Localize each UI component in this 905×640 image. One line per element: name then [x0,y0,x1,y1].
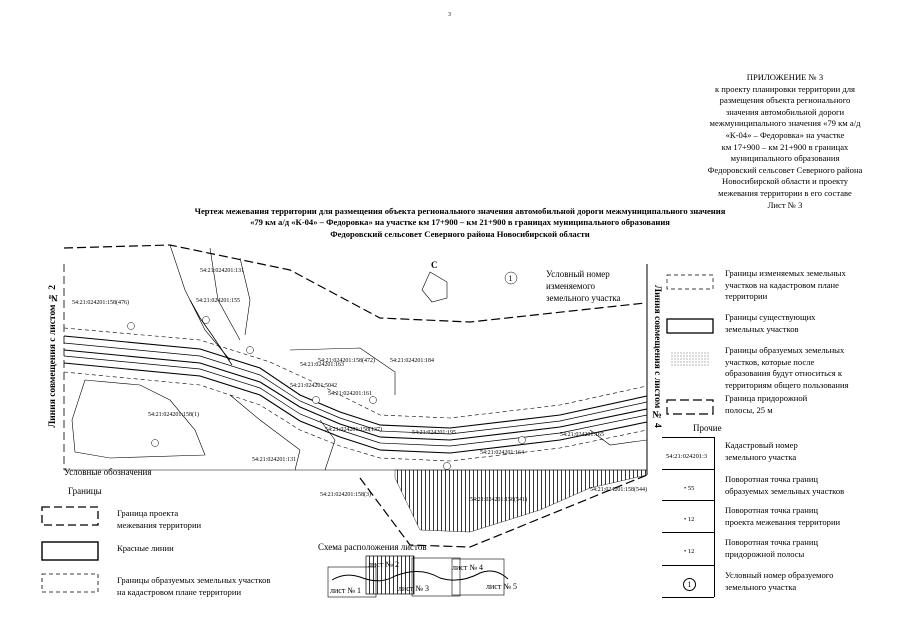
cadastral-number: 54:21:024201:158(544) [590,487,647,493]
page-number: 3 [448,12,451,18]
cadastral-number: 54:21:024201:161 [328,391,373,397]
legend-point-symbol: • 12 [684,548,695,555]
svg-text:1: 1 [509,274,513,283]
scheme-sheet-label: лист № 4 [452,563,483,572]
appendix-line: к проекту планировки территории для [714,83,856,94]
legend-divider [662,500,714,501]
title-line: Чертеж межевания территории для размещен… [194,206,726,216]
cadastral-number: 54:21:024201:155 [196,298,241,304]
legend-label: Красные линии [117,543,174,553]
project-boundary [63,244,648,548]
cadastral-number: 54:21:024201:163 [300,362,345,368]
legend-divider [662,597,714,598]
appendix-line: межмуниципального значения «79 км а/д [709,118,861,129]
cadastral-number: 54:21:024201:158(541) [470,497,527,503]
appendix-line: значения автомобильной дороги [725,106,845,117]
appendix-line: Федоровский сельсовет Северного района [707,164,863,175]
legend-other-header: Прочие [693,423,722,433]
scheme-sheet-label: лист № 3 [398,584,429,593]
scheme-sheet-label: лист № 2 [368,560,399,569]
appendix-line: ПРИЛОЖЕНИЕ № 3 [746,72,824,82]
cadastral-sample: 54:21:024201:3 [666,453,708,460]
legend-label: Граница придорожной полосы, 25 м [725,393,808,415]
legend-symbol [671,352,709,366]
cadastral-number: 54:21:024201:158(1) [148,412,199,418]
legend-symbol [41,506,99,526]
legend-header: Условные обозначения [64,467,152,477]
appendix-line: муниципального образования [730,153,840,164]
legend-divider [662,469,714,470]
legend-label: Поворотная точка границ проекта межевани… [725,505,841,527]
appendix-line: км 17+900 – км 21+900 в границах [721,141,849,152]
cadastral-number: 54:21:024201:195 [412,430,457,436]
scheme-sheet-label: лист № 5 [486,582,517,591]
legend-label: Границы образуемых земельных участков на… [117,575,271,597]
title-line: Федоровский сельсовет Северного района Н… [330,228,590,239]
appendix-line: Новосибирской области и проекту [721,176,849,187]
legend-symbol [666,318,714,334]
right-joint-line-label: Линия совмещения с листом № 4 [652,285,662,428]
cadastral-number: 54:21:024201:158(472) [318,358,375,364]
legend-divider [662,437,714,438]
legend-label: Условный номер образуемого земельного уч… [725,570,834,592]
legend-divider [662,565,714,566]
cadastral-number: 54:21:024201:164 [480,450,525,456]
drawing-title: Чертеж межевания территории для размещен… [120,206,800,240]
scheme-sheet-label: лист № 1 [330,586,361,595]
legend-divider [662,532,714,533]
title-line: «79 км а/д «К-04» – Федоровка» на участк… [250,217,670,228]
sheet-scheme [327,555,509,598]
parcel-circle-numbers [127,271,526,470]
legend-symbol [666,399,714,415]
appendix-line: размещения объекта регионального [719,95,851,106]
legend-group-borders: Границы [68,486,102,496]
legend-label: Поворотная точка границ образуемых земел… [725,474,845,496]
zone-label: С [431,260,438,270]
scheme-title: Схема расположения листов [318,542,427,552]
circle-number-label: Условный номер изменяемого земельного уч… [546,269,621,303]
cadastral-number: 54:21:024201:158(137) [325,427,382,433]
legend-label: Граница проекта межевания территории [117,508,202,530]
legend-symbol [41,573,99,593]
legend-label: Кадастровый номер земельного участка [725,440,798,462]
legend-label: Поворотная точка границ придорожной поло… [725,537,819,559]
appendix-line: «К-04» – Федоровка» на участке [725,129,845,140]
legend-label: Границы образуемых земельных участков, к… [725,345,849,390]
legend-label: Границы существующих земельных участков [725,312,816,334]
legend-symbol [666,274,714,290]
cadastral-number: 54:21:024201:158(3) [320,492,371,498]
legend-divider [714,437,715,597]
cadastral-number: 54:21:024201:165 [560,432,605,438]
hatched-area [394,469,648,533]
cadastral-number: 54:21:024201:5042 [290,383,338,389]
legend-label: Границы изменяемых земельных участков на… [725,268,846,302]
left-joint-line-label: Линия совмещения с листом № 2 [48,285,58,428]
cadastral-number: 54:21:024201:131 [252,457,297,463]
legend-point-symbol: 1 [683,578,696,591]
appendix-line: межевания территории в его составе [718,187,852,198]
parcel-boundaries [71,244,648,471]
cadastral-number: 54:21:024201:158(476) [72,300,129,306]
cadastral-number: 54:21:024201:131 [200,268,245,274]
legend-symbol [41,541,99,561]
legend-point-symbol: • 12 [684,516,695,523]
legend-point-symbol: • 55 [684,485,695,492]
cadastral-number: 54:21:024201:184 [390,358,435,364]
appendix-line: Лист № 3 [767,199,803,210]
